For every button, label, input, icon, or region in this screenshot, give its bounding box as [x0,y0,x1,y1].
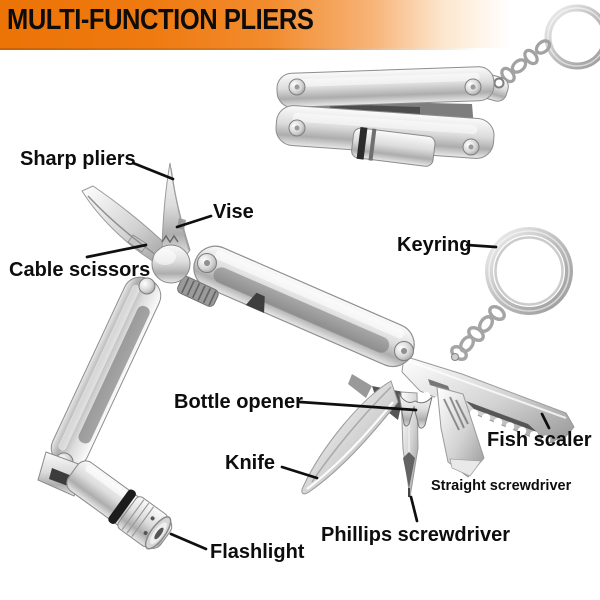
jaw-edge-line [170,167,190,251]
callout-line-knife [280,465,319,480]
label-keyring: Keyring [397,234,472,256]
callout-line-fish-scaler [540,412,551,430]
label-knife: Knife [225,452,275,474]
callout-line-flashlight [169,532,208,551]
bottle-opener-notch [245,292,265,313]
right-handle [193,245,415,368]
callout-line-sharp-pliers [131,161,175,181]
label-bottle-opener: Bottle opener [174,391,303,413]
straight-screwdriver-bit [436,386,485,478]
knife-blade [301,380,399,495]
label-fish-scaler: Fish scaler [487,429,592,451]
chain-anchor [451,353,459,361]
folded-flashlight [351,127,436,167]
flashlight-body [66,460,173,550]
spring-knurl [177,275,219,307]
folded-multitool [275,4,600,167]
label-phillips-screwdriver: Phillips screwdriver [321,524,510,546]
title-banner: MULTI-FUNCTION PLIERS [0,0,600,50]
bracket-slot [49,468,72,486]
callout-line-vise [175,214,213,229]
flashlight-rubber-ring [108,489,136,524]
callout-line-bottle-opener [298,400,418,412]
page-title: MULTI-FUNCTION PLIERS [7,4,314,36]
open-multitool [37,162,575,550]
left-handle [50,276,162,468]
label-cable-scissors: Cable scissors [9,259,151,281]
label-sharp-pliers: Sharp pliers [20,148,136,170]
label-vise: Vise [213,201,254,223]
callout-lines [85,161,551,551]
tab-hole [493,77,505,89]
cable-scissors-blade-step [127,234,148,253]
keyring-chain [450,304,506,362]
callout-line-cable-scissors [85,243,148,259]
keyring-ring [485,227,573,315]
callout-line-keyring [465,243,498,249]
pivot-shadow-2 [348,374,372,398]
wire-cutter-teeth [161,234,179,244]
callout-line-phillips [409,495,419,523]
folded-rivets [288,78,482,156]
label-straight-screwdriver: Straight screwdriver [431,478,572,494]
folded-top-handle [276,66,495,108]
pivot-highlight [154,249,176,265]
label-flashlight: Flashlight [210,541,305,563]
folded-chain-icon [500,39,552,84]
folded-keyring-highlight [547,7,600,67]
fish-scaler-blade [401,355,575,449]
